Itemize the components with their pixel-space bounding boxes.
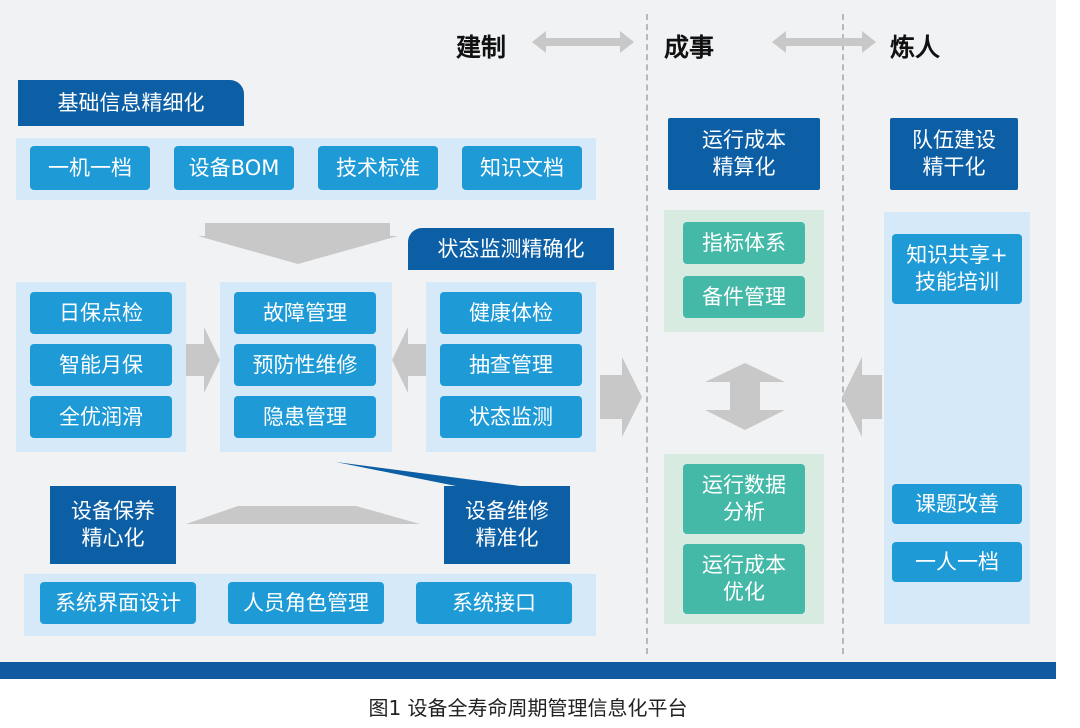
item-role-management[interactable]: 人员角色管理 — [228, 582, 384, 624]
header-jianzhi: 建制 — [456, 33, 507, 62]
figure-caption: 图1 设备全寿命周期管理信息化平台 — [368, 696, 688, 720]
item-preventive-repair[interactable]: 预防性维修 — [234, 344, 376, 386]
arrow-maint-to-fault — [186, 327, 220, 393]
item-topic-improvement[interactable]: 课题改善 — [892, 484, 1022, 524]
item-lubrication[interactable]: 全优润滑 — [30, 396, 172, 438]
item-cost-optimization[interactable]: 运行成本 优化 — [683, 544, 805, 614]
header-chengshi: 成事 — [664, 33, 715, 62]
upkeep-label-line2: 精心化 — [81, 526, 145, 550]
item-cost-optimization-line2: 优化 — [723, 580, 765, 604]
item-daily-inspection[interactable]: 日保点检 — [30, 292, 172, 334]
header-double-arrow-right — [772, 31, 876, 53]
repair-label-line2: 精准化 — [475, 526, 539, 550]
item-tech-standards[interactable]: 技术标准 — [318, 146, 438, 190]
item-health-check[interactable]: 健康体检 — [440, 292, 582, 334]
item-yiji-yidang[interactable]: 一机一档 — [30, 146, 150, 190]
repair-callout-wedge — [336, 462, 520, 486]
down-arrow-basic-info — [198, 223, 398, 264]
upkeep-label-line1: 设备保养 — [71, 499, 155, 523]
item-one-person-file[interactable]: 一人一档 — [892, 542, 1022, 582]
item-knowledge-training-line2: 技能培训 — [915, 270, 999, 294]
team-label: 队伍建设 精干化 — [890, 118, 1018, 190]
cost-label-line1: 运行成本 — [702, 128, 786, 152]
arrow-right-to-middle — [842, 357, 882, 437]
up-arrow-systems — [186, 506, 420, 524]
arrow-health-to-fault — [392, 327, 426, 393]
team-label-line2: 精干化 — [922, 155, 986, 179]
cost-label-line2: 精算化 — [712, 155, 776, 179]
item-status-monitoring[interactable]: 状态监测 — [440, 396, 582, 438]
item-cost-optimization-line1: 运行成本 — [702, 553, 786, 577]
status-monitor-label: 状态监测精确化 — [408, 228, 614, 270]
item-spare-parts[interactable]: 备件管理 — [683, 276, 805, 318]
item-knowledge-docs[interactable]: 知识文档 — [462, 146, 582, 190]
header-double-arrow-left — [532, 31, 634, 53]
item-spot-check[interactable]: 抽查管理 — [440, 344, 582, 386]
header-lianren: 炼人 — [890, 33, 941, 62]
item-hazard-management[interactable]: 隐患管理 — [234, 396, 376, 438]
item-index-system[interactable]: 指标体系 — [683, 222, 805, 264]
flow-arrows — [186, 31, 882, 524]
diagram-canvas: 建制 成事 炼人 基础信息精细化 一机一档 设备BOM 技术标准 知识文档 状态… — [0, 0, 1056, 662]
item-ui-design[interactable]: 系统界面设计 — [40, 582, 196, 624]
item-equipment-bom[interactable]: 设备BOM — [174, 146, 294, 190]
cost-label: 运行成本 精算化 — [668, 118, 820, 190]
team-label-line1: 队伍建设 — [912, 128, 996, 152]
bottom-bar — [0, 662, 1056, 679]
item-knowledge-training-line1: 知识共享+ — [906, 243, 1008, 267]
item-fault-management[interactable]: 故障管理 — [234, 292, 376, 334]
item-smart-monthly[interactable]: 智能月保 — [30, 344, 172, 386]
arrow-left-to-middle — [600, 357, 642, 437]
item-data-analysis-line1: 运行数据 — [702, 473, 786, 497]
divider-right — [842, 14, 844, 654]
item-system-interface[interactable]: 系统接口 — [416, 582, 572, 624]
basic-info-label: 基础信息精细化 — [18, 80, 244, 126]
item-data-analysis-line2: 分析 — [723, 500, 765, 524]
middle-double-arrow — [705, 363, 785, 430]
repair-label: 设备维修 精准化 — [444, 486, 570, 564]
repair-label-line1: 设备维修 — [465, 499, 549, 523]
item-knowledge-training[interactable]: 知识共享+ 技能培训 — [892, 234, 1022, 304]
item-data-analysis[interactable]: 运行数据 分析 — [683, 464, 805, 534]
divider-left — [646, 14, 648, 654]
upkeep-label: 设备保养 精心化 — [50, 486, 176, 564]
